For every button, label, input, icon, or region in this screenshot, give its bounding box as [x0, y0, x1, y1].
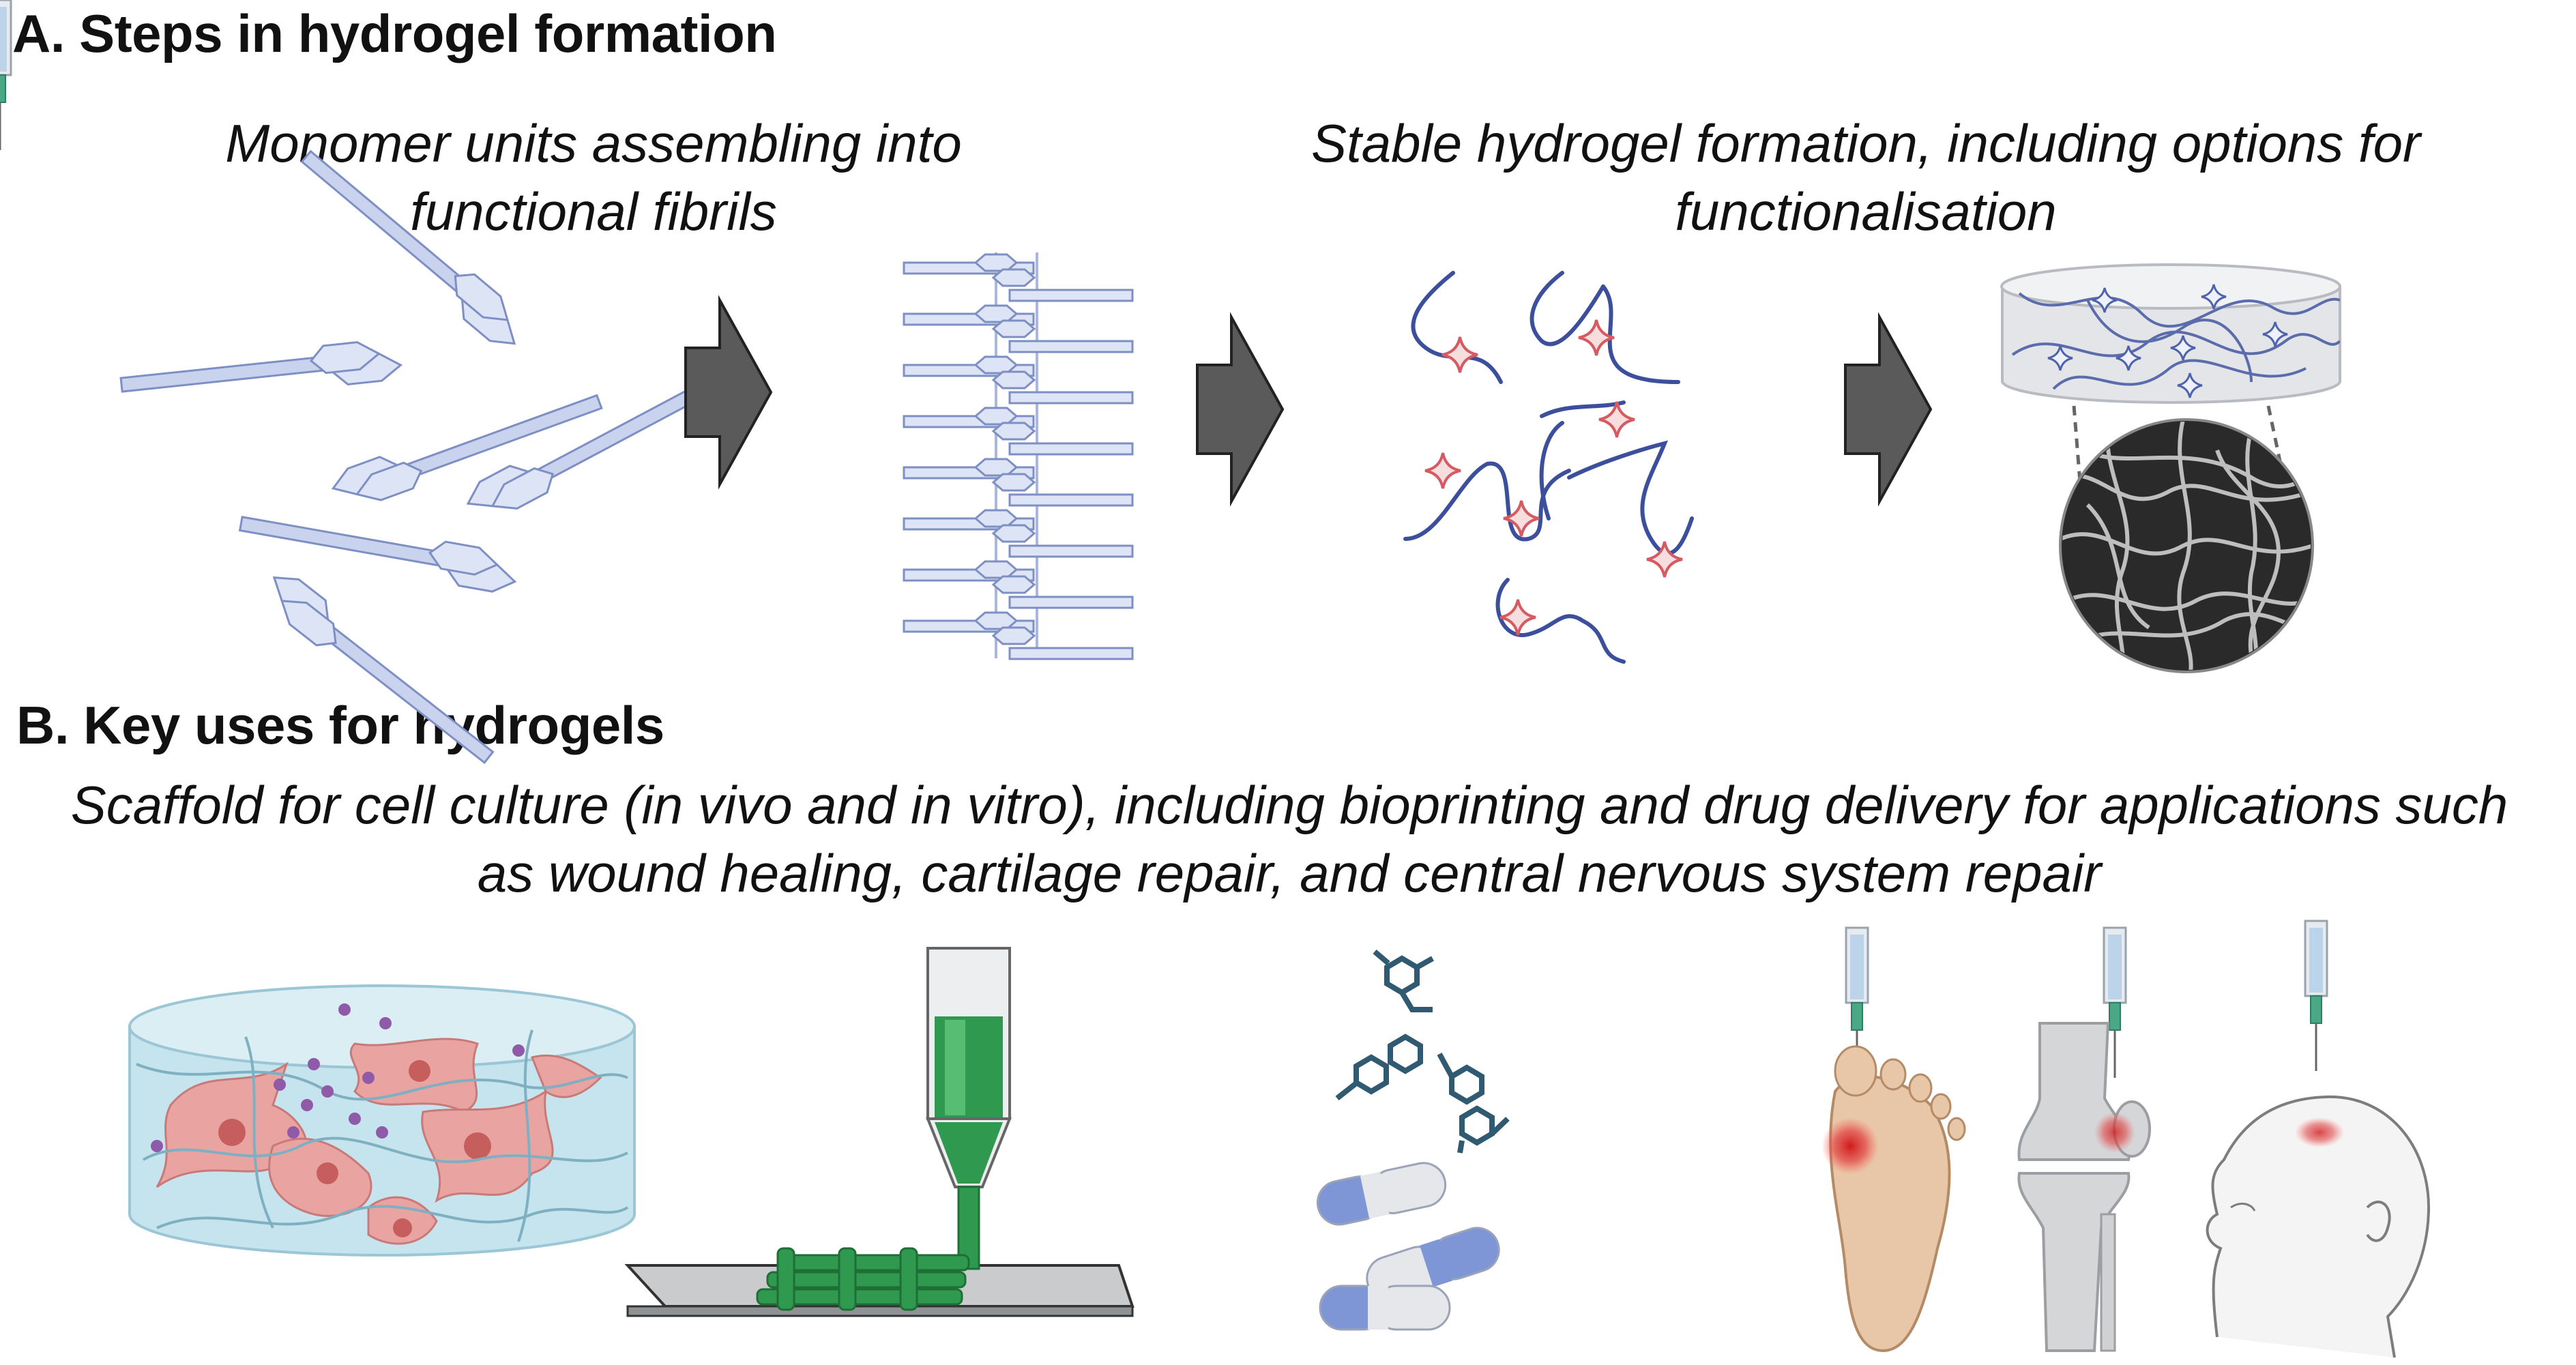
capsules-icon — [1316, 1162, 1500, 1331]
caption-uses-line-2: as wound healing, cartilage repair, and … — [477, 843, 2102, 903]
syringe-icon — [0, 0, 12, 150]
arrow-right-icon — [1196, 316, 1284, 503]
syringe-icon — [2304, 920, 2328, 1072]
caption-uses-line-1: Scaffold for cell culture (in vivo and i… — [70, 775, 2508, 835]
knee-cartilage-icon — [2017, 1022, 2151, 1352]
bioprinter-icon — [624, 947, 1135, 1317]
caption-hydrogel-line-2: functionalisation — [1675, 181, 2057, 241]
foot-wound-icon — [1821, 1045, 1966, 1353]
arrow-right-icon — [684, 299, 772, 486]
caption-monomer-line-1: Monomer units assembling into — [225, 113, 962, 173]
infant-head-icon — [2206, 1095, 2431, 1358]
hydrogel-disc-icon — [2000, 263, 2341, 404]
section-a-title: A. Steps in hydrogel formation — [12, 3, 777, 63]
functionalised-fibre-network-icon — [1403, 271, 1694, 664]
section-b-title: B. Key uses for hydrogels — [16, 695, 664, 755]
caption-hydrogel-formation: Stable hydrogel formation, including opt… — [1214, 109, 2517, 246]
caption-monomer-assembly: Monomer units assembling into functional… — [157, 109, 1030, 246]
monomer-units-icon — [118, 141, 729, 773]
caption-monomer-line-2: functional fibrils — [410, 181, 777, 241]
caption-key-uses: Scaffold for cell culture (in vivo and i… — [27, 771, 2551, 907]
caption-hydrogel-line-1: Stable hydrogel formation, including opt… — [1311, 113, 2420, 173]
cell-culture-scaffold-icon — [128, 984, 636, 1257]
arrow-right-icon — [1844, 316, 1932, 503]
sem-micrograph-icon — [2059, 405, 2314, 673]
assembled-fibrils-icon — [903, 252, 1134, 659]
drug-molecules-icon — [1335, 949, 1510, 1154]
